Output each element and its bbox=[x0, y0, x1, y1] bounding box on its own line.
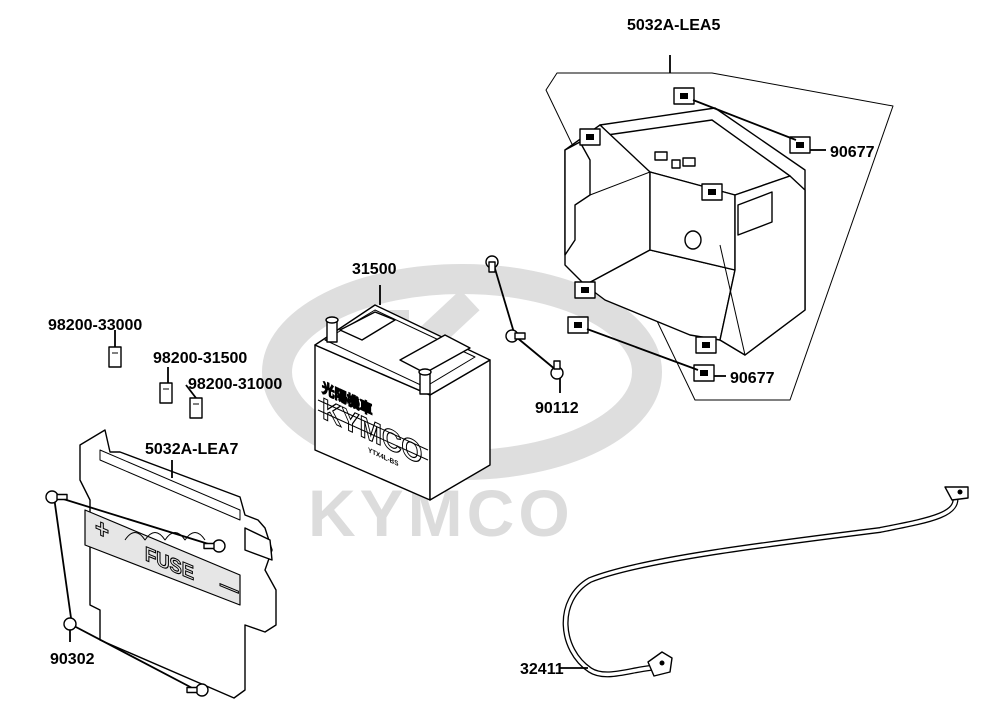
label-battery-box: 5032A-LEA5 bbox=[627, 17, 720, 34]
ground-cable bbox=[562, 486, 969, 678]
battery: 光陽機車 KYMCO YTX4L-BS bbox=[314, 304, 491, 501]
label-battery: 31500 bbox=[352, 261, 397, 278]
label-fuse-10a: 98200-31000 bbox=[188, 376, 282, 393]
screws-90302 bbox=[45, 490, 226, 697]
label-box-clip-lower: 90677 bbox=[730, 370, 775, 387]
label-cable: 32411 bbox=[520, 661, 564, 678]
bolts-90112 bbox=[485, 255, 564, 393]
label-fuse-plate: 5032A-LEA7 bbox=[145, 441, 238, 458]
box-clips bbox=[567, 87, 811, 382]
fuse-30a bbox=[108, 330, 122, 368]
fuse-10a bbox=[185, 384, 203, 419]
fuse-plate: + FUSE — bbox=[79, 429, 277, 699]
fuse-plate-plus-text: + bbox=[95, 513, 109, 547]
label-box-clip-upper: 90677 bbox=[830, 144, 875, 161]
fuse-15a bbox=[159, 367, 173, 404]
battery-box bbox=[564, 107, 806, 356]
label-fuse-15a: 98200-31500 bbox=[153, 350, 247, 367]
fuse-plate-minus-text: — bbox=[220, 573, 238, 603]
battery-box-group-outline bbox=[545, 72, 894, 401]
label-screw-90302: 90302 bbox=[50, 651, 95, 668]
label-bolt-90112: 90112 bbox=[535, 400, 579, 417]
label-fuse-30a: 98200-33000 bbox=[48, 317, 142, 334]
